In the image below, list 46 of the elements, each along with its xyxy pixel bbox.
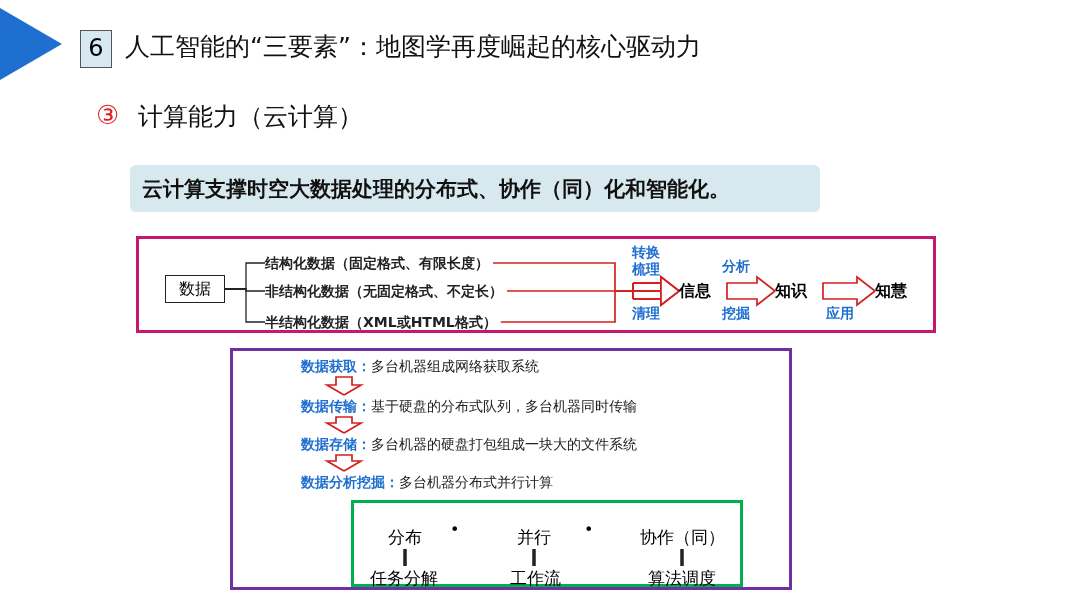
step-description: 多台机器分布式并行计算 (399, 474, 553, 490)
term-text: 算法调度 (644, 566, 720, 590)
block-arrow (726, 275, 777, 307)
edge-label: 分析 (722, 258, 750, 275)
data-box: 数据 (165, 275, 225, 303)
edge-label: 应用 (826, 305, 854, 322)
list-item-text: 结构化数据（固定格式、有限长度） (265, 251, 489, 275)
block-arrow (323, 454, 365, 472)
stage-text: 知慧 (875, 279, 917, 303)
list-item-text: 半结构化数据（XML或HTML格式） (265, 310, 497, 334)
arrow-note: 清理 (632, 305, 660, 323)
step-description: 基于硬盘的分布式队列，多台机器同时传输 (371, 398, 637, 414)
step-name: 数据存储： (301, 436, 371, 452)
block-arrow (822, 275, 877, 307)
stage-text: 信息 (679, 279, 721, 303)
bullet-dot: • (584, 520, 594, 539)
stage-text: 知识 (775, 279, 817, 303)
term-text: 任务分解 (366, 566, 442, 590)
step-description: 多台机器组成网络获取系统 (371, 358, 539, 374)
frame-box (230, 348, 792, 590)
frame-box (351, 500, 743, 587)
block-arrow (323, 416, 365, 434)
term-text: 并行 (511, 525, 557, 549)
step-name: 数据分析挖掘： (301, 474, 399, 490)
connector-bar (532, 549, 536, 566)
bracket-line (224, 288, 266, 323)
step-name: 数据获取： (301, 358, 371, 374)
edge-label: 转换梳理 (632, 244, 660, 278)
connector-bar (403, 549, 407, 566)
bullet-dot: • (450, 520, 460, 539)
banner-box: 云计算支撑时空大数据处理的分布式、协作（同）化和智能化。 (130, 165, 820, 212)
arrow-note: 挖掘 (722, 305, 750, 323)
section-marker: ③ (96, 100, 120, 130)
term-text: 分布 (382, 525, 428, 549)
term-text: 协作（同） (640, 525, 724, 549)
list-item-text: 非结构化数据（无固定格式、不定长） (265, 279, 503, 303)
step-description: 多台机器的硬盘打包组成一块大的文件系统 (371, 436, 637, 452)
block-arrow (323, 376, 365, 396)
section-heading: 计算能力（云计算） (138, 101, 363, 133)
connector-bar (680, 549, 684, 566)
slide-title: 人工智能的“三要素”：地图学再度崛起的核心驱动力 (125, 31, 701, 63)
section-number: 6 (80, 30, 112, 68)
frame-box (136, 236, 936, 333)
bracket-arrow (499, 276, 680, 323)
term-text: 工作流 (504, 566, 566, 590)
step-name: 数据传输： (301, 398, 371, 414)
